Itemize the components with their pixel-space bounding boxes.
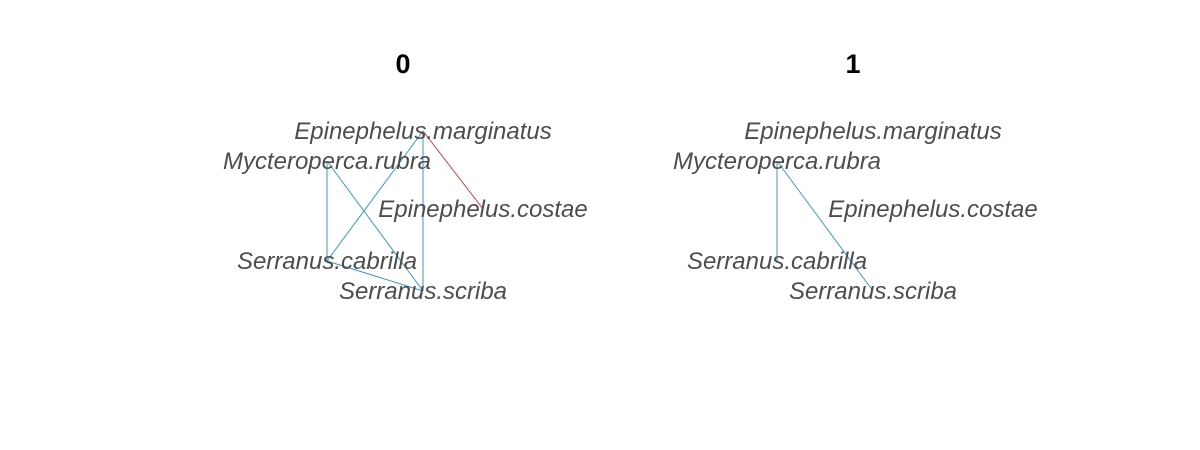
panel-title: 1	[845, 49, 860, 79]
edge-sc-ss	[326, 260, 424, 292]
node-label-serranus-cabrilla: Serranus.cabrilla	[237, 248, 417, 275]
node-label-epinephelus-costae: Epinephelus.costae	[378, 196, 587, 223]
edge-em-sc	[326, 130, 424, 262]
node-label-epinephelus-marginatus: Epinephelus.marginatus	[294, 118, 552, 145]
edge-mr-ss	[326, 160, 424, 292]
network-panel-0: 0 Epinephelus.marginatus Mycteroperca.ru…	[223, 49, 588, 305]
edge-layer	[776, 160, 874, 292]
network-panel-1: 1 Epinephelus.marginatus Mycteroperca.ru…	[673, 49, 1038, 305]
node-label-serranus-scriba: Serranus.scriba	[789, 278, 957, 305]
node-label-serranus-cabrilla: Serranus.cabrilla	[687, 248, 867, 275]
node-label-epinephelus-marginatus: Epinephelus.marginatus	[744, 118, 1002, 145]
edge-mr-ss	[776, 160, 874, 292]
node-label-mycteroperca-rubra: Mycteroperca.rubra	[673, 148, 881, 175]
edge-layer	[326, 130, 484, 292]
panel-title: 0	[395, 49, 410, 79]
edge-em-ec	[422, 130, 484, 210]
node-label-epinephelus-costae: Epinephelus.costae	[828, 196, 1037, 223]
node-label-mycteroperca-rubra: Mycteroperca.rubra	[223, 148, 431, 175]
node-label-serranus-scriba: Serranus.scriba	[339, 278, 507, 305]
